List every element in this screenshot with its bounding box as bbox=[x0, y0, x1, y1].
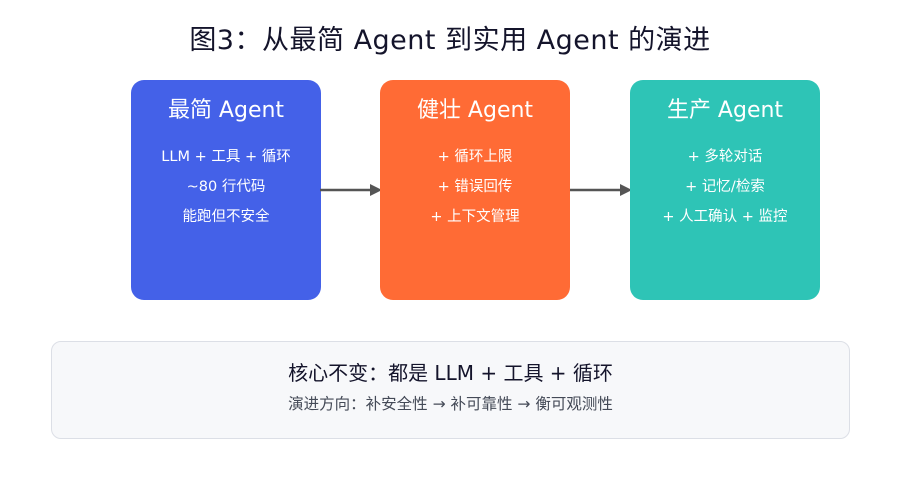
stage-name: 健壮 Agent bbox=[416, 98, 534, 123]
stage-features: + 循环上限 + 错误回传 + 上下文管理 bbox=[380, 142, 570, 232]
stage-feature: 能跑但不安全 bbox=[182, 209, 270, 225]
stage-box-robust: 健壮 Agent + 循环上限 + 错误回传 + 上下文管理 bbox=[380, 80, 570, 300]
stage-box-production: 生产 Agent + 多轮对话 + 记忆/检索 + 人工确认 + 监控 bbox=[630, 80, 820, 300]
stage-feature: ~80 行代码 bbox=[186, 179, 266, 195]
diagram-title: 图3：从最简 Agent 到实用 Agent 的演进 bbox=[189, 25, 711, 56]
arrow-right-icon bbox=[570, 184, 632, 196]
stage-feature: LLM + 工具 + 循环 bbox=[161, 149, 291, 165]
arrow-right-icon bbox=[320, 184, 382, 196]
summary-title: 核心不变：都是 LLM + 工具 + 循环 bbox=[288, 361, 613, 385]
summary-box: 核心不变：都是 LLM + 工具 + 循环 演进方向：补安全性 → 补可靠性 →… bbox=[51, 341, 850, 439]
stage-feature: + 人工确认 + 监控 bbox=[662, 209, 788, 225]
stage-box-minimal: 最简 Agent LLM + 工具 + 循环 ~80 行代码 能跑但不安全 bbox=[131, 80, 321, 300]
stage-features: + 多轮对话 + 记忆/检索 + 人工确认 + 监控 bbox=[630, 142, 820, 232]
stage-name: 生产 Agent bbox=[666, 98, 784, 123]
stage-feature: + 多轮对话 bbox=[687, 149, 763, 165]
stage-feature: + 上下文管理 bbox=[430, 209, 520, 225]
stage-features: LLM + 工具 + 循环 ~80 行代码 能跑但不安全 bbox=[131, 142, 321, 232]
stage-name: 最简 Agent bbox=[167, 98, 285, 123]
stage-feature: + 循环上限 bbox=[437, 149, 513, 165]
summary-subtitle: 演进方向：补安全性 → 补可靠性 → 衡可观测性 bbox=[288, 395, 613, 413]
stage-feature: + 错误回传 bbox=[437, 179, 513, 195]
stage-feature: + 记忆/检索 bbox=[685, 179, 765, 195]
